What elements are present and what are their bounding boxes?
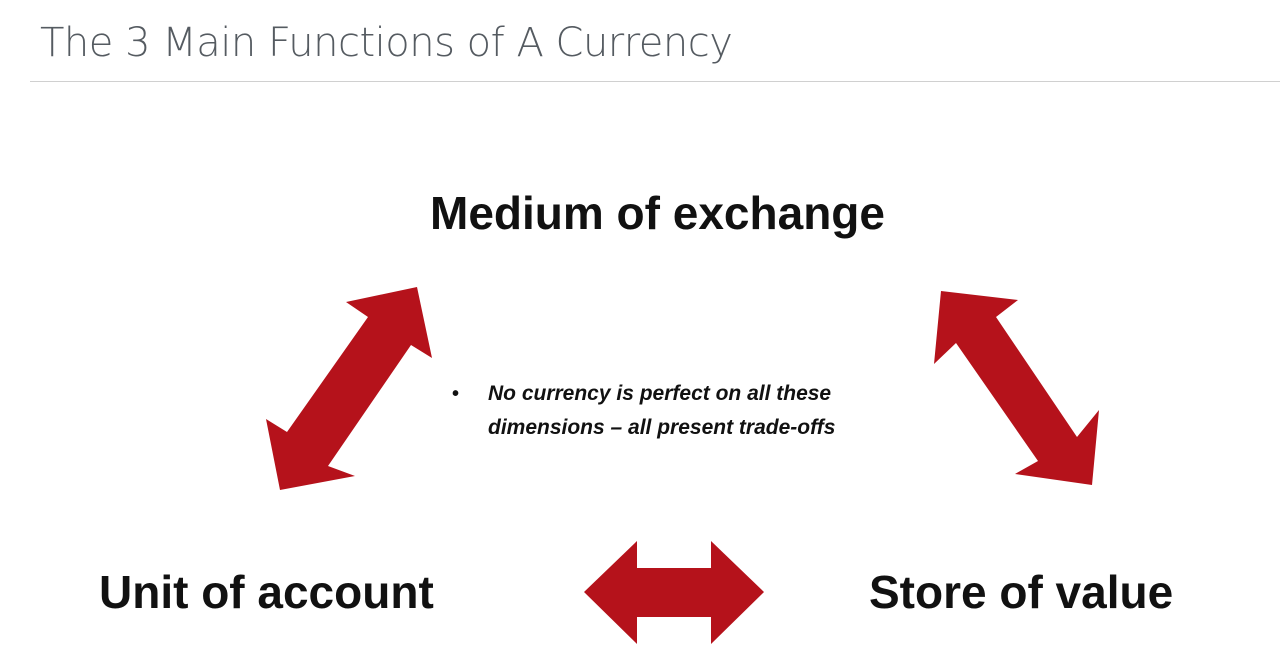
double-arrow-left-diagonal bbox=[266, 287, 432, 490]
note-bullet: • bbox=[452, 383, 460, 405]
double-arrow-horizontal bbox=[584, 541, 764, 644]
node-unit-of-account: Unit of account bbox=[99, 566, 434, 618]
title-divider bbox=[30, 81, 1280, 82]
double-arrow-right-diagonal bbox=[934, 291, 1099, 485]
note-text-block: • No currency is perfect on all these di… bbox=[452, 377, 922, 445]
note-text: No currency is perfect on all these dime… bbox=[488, 382, 836, 439]
node-medium-of-exchange: Medium of exchange bbox=[430, 187, 885, 239]
slide-title: The 3 Main Functions of A Currency bbox=[40, 20, 733, 66]
node-store-of-value: Store of value bbox=[869, 566, 1174, 618]
